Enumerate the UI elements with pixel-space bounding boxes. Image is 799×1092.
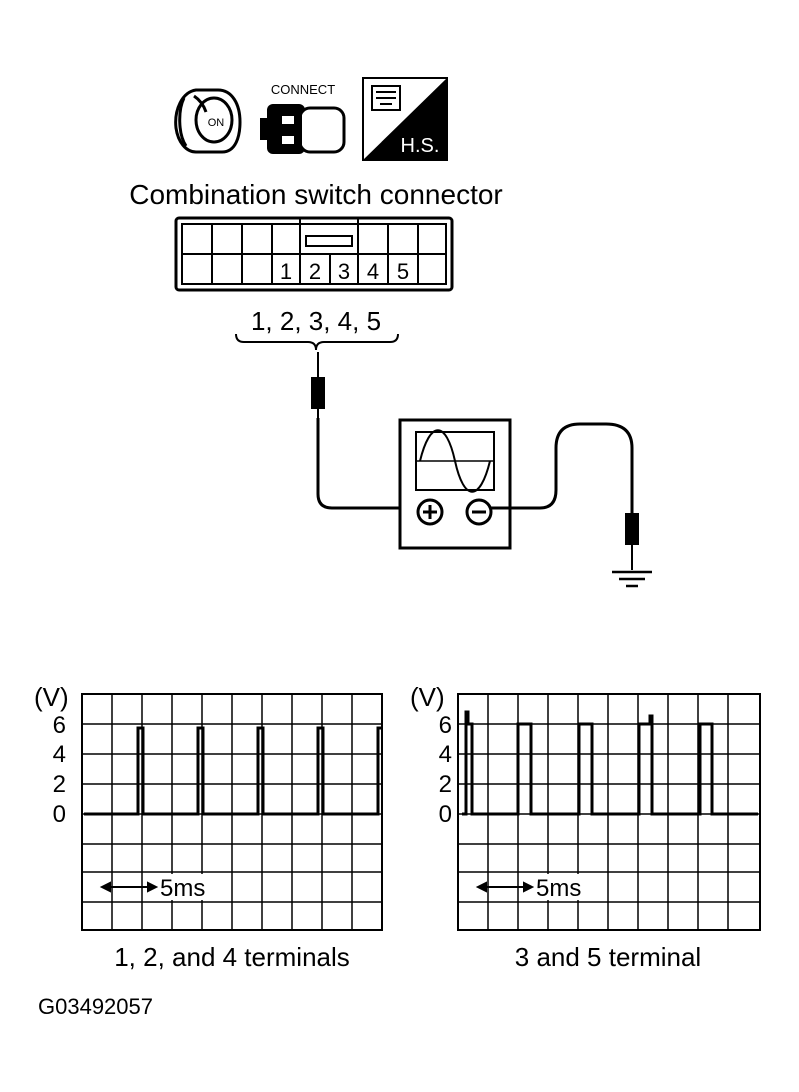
negative-terminal-icon <box>465 498 493 526</box>
pin-label-4: 4 <box>367 259 379 284</box>
ground-icon <box>612 570 652 588</box>
combination-switch-connector <box>174 216 454 292</box>
waveform-grid <box>457 693 761 931</box>
figure-id: G03492057 <box>38 994 153 1019</box>
time-scale-arrow <box>475 881 535 893</box>
positive-terminal-icon <box>416 498 444 526</box>
pin-label-1: 1 <box>280 259 292 284</box>
negative-lead-wire <box>491 422 634 514</box>
waveform-panel-3-5: (V) 6 4 2 0 <box>410 682 761 972</box>
terminal-bracket <box>235 333 399 351</box>
y-tick-6: 6 <box>53 712 66 739</box>
time-scale-label-bg <box>158 874 218 900</box>
positive-probe <box>311 352 325 418</box>
y-tick-4: 4 <box>53 741 66 768</box>
connector-plug-icon <box>260 104 346 154</box>
pin-label-5: 5 <box>397 259 409 284</box>
pin-label-2: 2 <box>309 259 321 284</box>
time-scale-label-bg <box>534 874 594 900</box>
time-scale-arrow <box>99 881 159 893</box>
waveform-caption: 1, 2, and 4 terminals <box>114 942 350 972</box>
time-scale-label: 5ms <box>160 875 205 902</box>
waveform-trace <box>84 726 381 816</box>
waveform-grid <box>81 693 383 931</box>
waveform-caption: 3 and 5 terminal <box>515 942 701 972</box>
oscilloscope-icon <box>398 418 512 550</box>
y-tick-2: 2 <box>53 771 66 798</box>
terminal-bracket-label: 1, 2, 3, 4, 5 <box>251 306 381 336</box>
positive-lead-wire <box>316 418 420 510</box>
ground-probe <box>625 513 639 570</box>
connect-label: CONNECT <box>271 82 335 97</box>
waveform-unit-label: (V) <box>34 682 69 712</box>
y-tick-6: 6 <box>439 712 452 739</box>
y-tick-4: 4 <box>439 741 452 768</box>
waveform-panel-1-2-4: (V) 6 4 2 0 <box>34 682 383 972</box>
y-tick-0: 0 <box>439 801 452 828</box>
harness-side-label: H.S. <box>401 135 440 157</box>
waveform-trace <box>462 710 758 816</box>
y-tick-2: 2 <box>439 771 452 798</box>
y-tick-0: 0 <box>53 801 66 828</box>
waveform-unit-label: (V) <box>410 682 445 712</box>
pin-label-3: 3 <box>338 259 350 284</box>
ignition-on-label: ON <box>208 117 225 129</box>
time-scale-label: 5ms <box>536 875 581 902</box>
harness-side-icon <box>362 77 448 161</box>
connector-title: Combination switch connector <box>129 179 503 210</box>
ignition-key-icon <box>174 88 242 154</box>
